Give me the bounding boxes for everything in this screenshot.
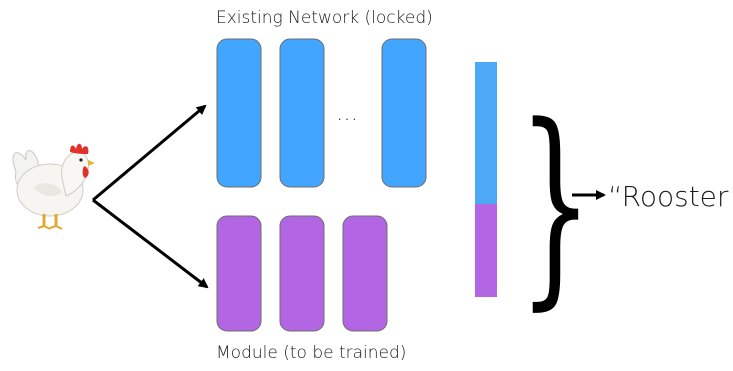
module-block-1 <box>216 215 262 332</box>
network-label: Existing Network (locked) <box>216 8 433 28</box>
rooster-icon <box>12 143 95 230</box>
curly-brace: } <box>518 80 593 329</box>
ellipsis-label: … <box>336 101 361 126</box>
network-block-n <box>381 38 427 188</box>
arrow-to-network <box>92 104 207 202</box>
concat-bar-module <box>475 204 497 297</box>
network-block-1 <box>216 38 262 188</box>
arrow-to-module <box>92 198 209 289</box>
module-block-2 <box>279 215 325 332</box>
module-block-3 <box>342 215 388 332</box>
network-block-2 <box>279 38 325 188</box>
output-label: “Rooster” <box>608 180 733 213</box>
concat-bar-network <box>475 62 497 204</box>
module-label: Module (to be trained) <box>216 343 407 363</box>
